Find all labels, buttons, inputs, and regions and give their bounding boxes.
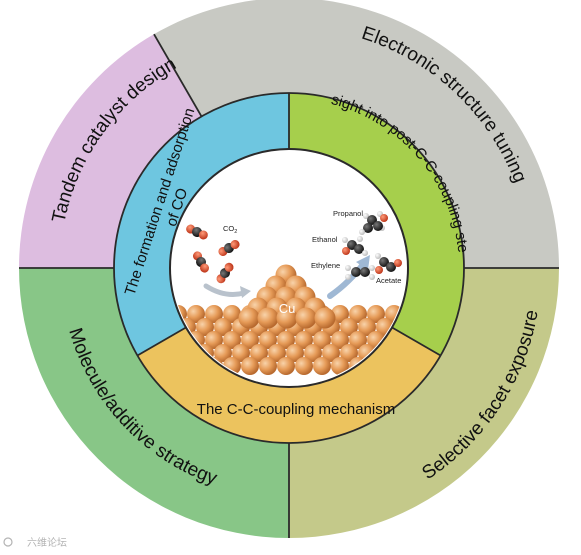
propanol-molecule	[359, 211, 388, 235]
ring-boundary	[113, 92, 465, 444]
co2-molecules	[186, 224, 240, 284]
cu-atom	[349, 331, 367, 349]
ethylene-molecule	[345, 265, 375, 280]
cu-atom	[214, 318, 232, 336]
cu-atom	[295, 331, 313, 349]
product-molecules	[342, 211, 402, 280]
inner-ring	[114, 93, 464, 443]
cu-atom	[313, 357, 331, 375]
outer-divider	[153, 33, 203, 117]
cu-atom	[277, 331, 295, 349]
ring-dividers	[19, 33, 559, 538]
cu-atom	[250, 344, 268, 362]
cu-atom	[358, 318, 376, 336]
cu-atom	[223, 331, 241, 349]
co2-label: CO2	[223, 224, 237, 235]
cu-atom	[277, 357, 295, 375]
cu-atom	[232, 344, 250, 362]
cu-atom	[340, 344, 358, 362]
inner-segment-insight	[289, 93, 464, 356]
cu-atom	[331, 357, 349, 375]
ethanol-label: Ethanol	[312, 235, 338, 244]
watermark-text: 六维论坛	[27, 536, 67, 549]
outer-segment-tandem	[19, 34, 203, 268]
inner-label-mechanism: The C-C-coupling mechanism	[197, 401, 395, 418]
cu-atom	[295, 307, 317, 329]
cu-atom	[241, 331, 259, 349]
cu-atom	[205, 305, 223, 323]
cu-atom	[322, 344, 340, 362]
outer-segment-molecule	[19, 268, 289, 538]
inner-segment-formation	[114, 93, 290, 356]
cu-atom	[187, 305, 205, 323]
cu-atom	[286, 344, 304, 362]
cu-atom	[241, 357, 259, 375]
cu-atom	[214, 344, 232, 362]
inner-divider	[136, 326, 187, 357]
cu-atom	[205, 331, 223, 349]
cu-atom	[238, 307, 260, 329]
watermark: 六维论坛	[3, 536, 67, 549]
outer-segment-electronic	[154, 0, 559, 268]
cu-atom	[331, 331, 349, 349]
cu-atom	[259, 357, 277, 375]
product-arrow	[327, 260, 367, 299]
cu-atom	[349, 305, 367, 323]
co2-molecule	[216, 262, 234, 284]
cu-label: Cu	[279, 301, 296, 316]
acetate-molecule	[375, 253, 402, 274]
inner-divider	[391, 326, 442, 357]
co2-molecule	[186, 224, 208, 240]
cu-atom	[367, 305, 385, 323]
cu-atom	[259, 331, 277, 349]
cu-atom	[276, 307, 298, 329]
reactant-arrow-head	[240, 286, 251, 298]
outer-segment-facet	[289, 268, 559, 538]
cu-atom	[268, 344, 286, 362]
cu-atom	[313, 331, 331, 349]
propanol-label: Propanol	[333, 209, 363, 218]
cu-cluster	[238, 264, 336, 329]
cu-atom	[331, 305, 349, 323]
ethylene-label: Ethylene	[311, 261, 340, 270]
inner-segment-mechanism	[137, 327, 441, 443]
outer-ring	[19, 0, 559, 538]
co2-molecule	[193, 251, 209, 273]
reactant-arrow	[203, 283, 247, 297]
acetate-label: Acetate	[376, 276, 401, 285]
cu-atom	[257, 307, 279, 329]
cu-atom	[295, 357, 313, 375]
cu-atom	[196, 318, 214, 336]
co2-molecule	[218, 240, 240, 256]
watermark-logo	[3, 537, 13, 547]
ethanol-molecule	[342, 236, 368, 256]
cu-atom	[314, 307, 336, 329]
cu-atom	[304, 344, 322, 362]
cu-atom	[340, 318, 358, 336]
product-arrow-head	[356, 255, 370, 270]
cu-atom	[223, 305, 241, 323]
